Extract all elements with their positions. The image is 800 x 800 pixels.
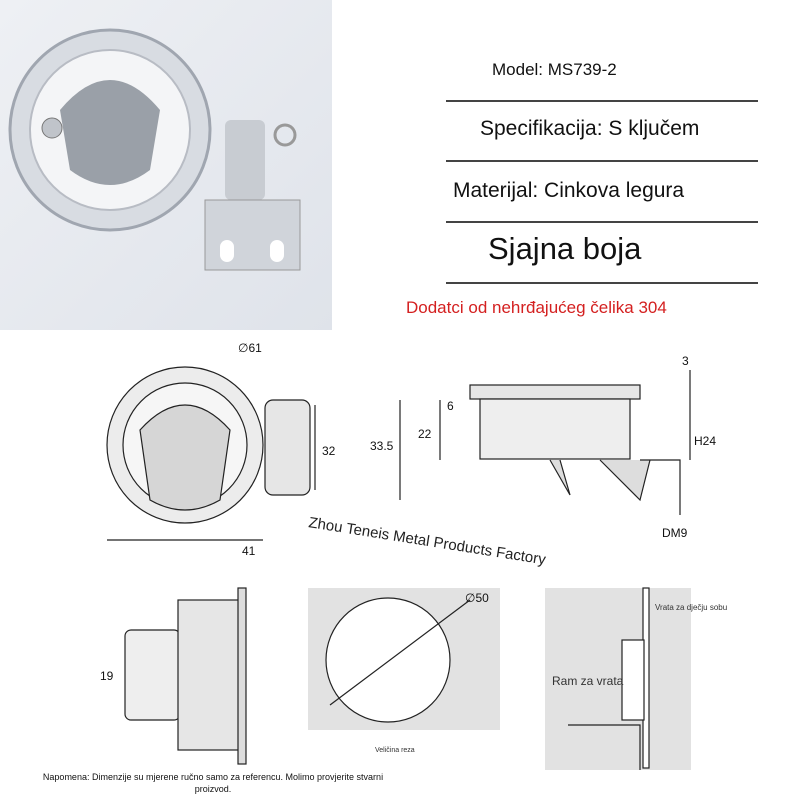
spec-accessories: Dodatci od nehrđajućeg čelika 304 — [406, 298, 667, 317]
disclaimer-note: Napomena: Dimenzije su mjerene ručno sam… — [42, 772, 384, 794]
watermark: Zhou Teneis Metal Products Factory — [307, 514, 547, 568]
label-door-frame: Ram za vrata — [552, 674, 624, 688]
dim-diameter-61: ∅61 — [238, 341, 262, 355]
dim-19: 19 — [100, 669, 114, 683]
divider — [446, 160, 758, 162]
dim-6: 6 — [447, 399, 454, 413]
spec-specification: Specifikacija: S ključem — [480, 117, 700, 140]
dim-22: 22 — [418, 427, 432, 441]
dim-diameter-50: ∅50 — [465, 591, 489, 605]
divider — [446, 100, 758, 102]
dim-dm9: DM9 — [662, 526, 688, 540]
label-child-door: Vrata za dječju sobu — [655, 603, 727, 612]
divider — [446, 282, 758, 284]
label-cutout: Veličina reza — [375, 747, 415, 754]
dim-3: 3 — [682, 354, 689, 368]
dim-33-5: 33.5 — [370, 439, 394, 453]
spec-model: Model: MS739-2 — [492, 60, 617, 79]
product-photo — [0, 0, 332, 330]
divider — [446, 221, 758, 223]
spec-finish: Sjajna boja — [488, 231, 642, 266]
technical-drawings: ∅61 41 32 3 6 22 33.5 H24 DM9 Zhou Tenei… — [100, 341, 727, 770]
spec-material: Materijal: Cinkova legura — [453, 179, 685, 202]
latch-photo-illustration — [8, 28, 301, 271]
dim-height-32: 32 — [322, 444, 336, 458]
dim-h24: H24 — [694, 434, 716, 448]
dim-width-41: 41 — [242, 544, 256, 558]
